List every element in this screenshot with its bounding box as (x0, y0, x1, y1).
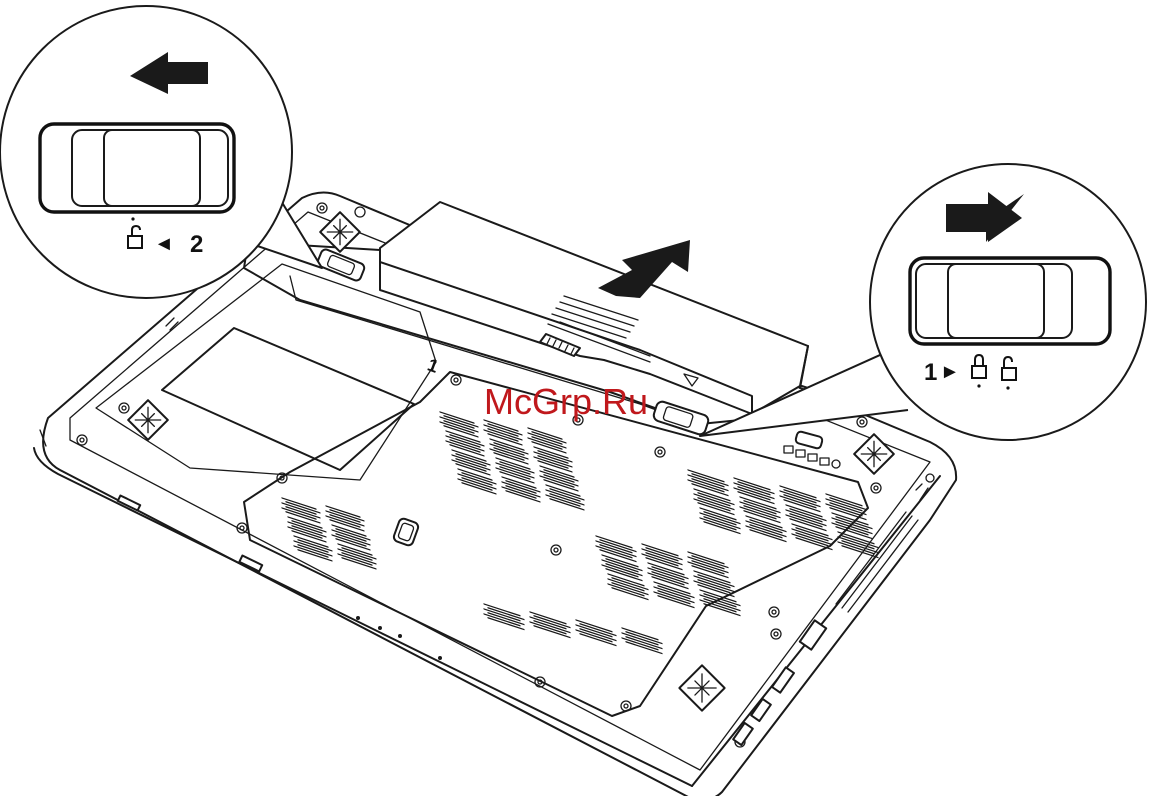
watermark-text: McGrp.Ru (484, 381, 648, 422)
right-marker: ► (940, 361, 960, 383)
step-1-label: 1 (924, 359, 937, 386)
left-marker: ◄ (154, 233, 174, 255)
step-2-label: 2 (190, 231, 203, 258)
